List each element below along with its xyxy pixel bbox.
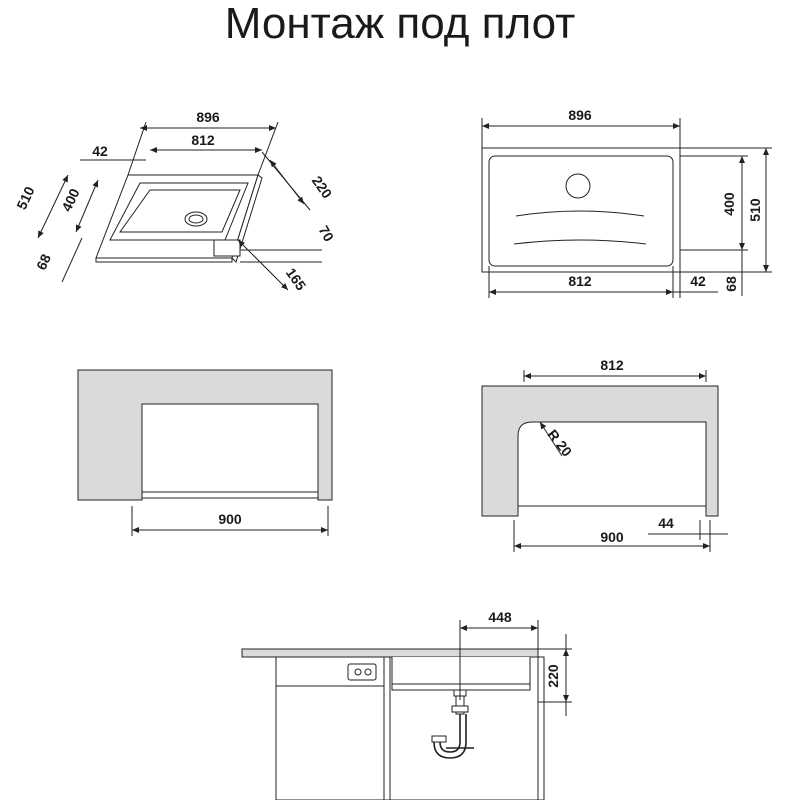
top-dim-400: 400 <box>721 192 737 216</box>
iso-dim-400: 400 <box>58 186 82 214</box>
iso-dim-42: 42 <box>92 143 108 159</box>
cabinet-dim-220: 220 <box>545 664 561 688</box>
iso-drain <box>184 211 208 227</box>
cutout-left-view: 900 <box>77 369 333 536</box>
cutout-right-radius: R 20 <box>545 426 576 459</box>
top-bowl <box>488 155 674 267</box>
iso-view: 896 812 42 510 400 68 220 70 165 <box>13 109 337 293</box>
iso-dim-220: 220 <box>309 173 336 201</box>
iso-dim-812: 812 <box>191 132 215 148</box>
cutout-left-countertop <box>77 369 333 501</box>
iso-overflow-box <box>213 239 241 257</box>
top-dim-68: 68 <box>723 276 739 292</box>
top-view: 896 400 510 812 42 68 <box>481 107 772 298</box>
top-sink-outline <box>481 147 681 273</box>
cutout-right-dim-900: 900 <box>600 529 624 545</box>
top-dim-812: 812 <box>568 273 592 289</box>
cutout-left-dim-900: 900 <box>218 511 242 527</box>
iso-dim-510: 510 <box>13 184 37 212</box>
iso-dim-68: 68 <box>33 251 54 272</box>
cutout-right-view: 812 R 20 900 44 <box>481 357 728 552</box>
cabinet-countertop <box>241 648 539 658</box>
cabinet-sink-bowl <box>391 657 531 691</box>
cabinet-left <box>275 656 385 800</box>
cutout-right-countertop <box>481 385 719 517</box>
iso-bowl-inner <box>119 189 241 233</box>
top-dim-42: 42 <box>690 273 706 289</box>
cabinet-dim-448: 448 <box>488 609 512 625</box>
cabinet-appliance-panel <box>347 663 377 681</box>
top-drain <box>565 173 591 199</box>
cabinet-view: 448 220 <box>241 609 572 800</box>
iso-dim-896: 896 <box>196 109 220 125</box>
cutout-right-dim-812: 812 <box>600 357 624 373</box>
top-dim-510: 510 <box>747 198 763 222</box>
iso-dim-70: 70 <box>316 223 338 245</box>
page-title: Монтаж под плот <box>224 0 576 48</box>
top-dim-896: 896 <box>568 107 592 123</box>
cutout-right-dim-44: 44 <box>658 515 674 531</box>
